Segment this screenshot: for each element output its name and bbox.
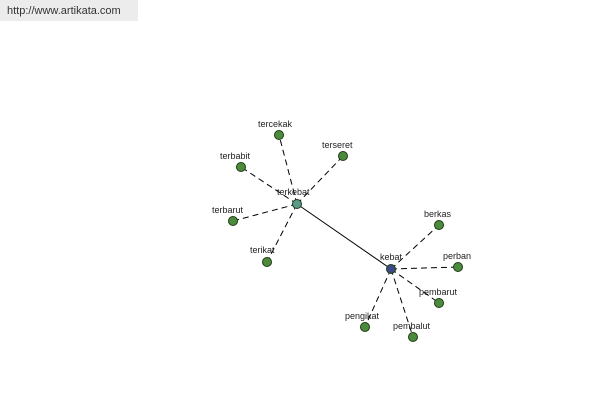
nodes-layer: tercekak terseret terbabit terbarut terikat b… [212, 119, 471, 342]
edges-layer [232, 134, 459, 338]
node-label-terikat: terikat [250, 245, 275, 255]
node-perban[interactable]: perban [443, 251, 471, 272]
node-circle-terikat[interactable] [262, 257, 272, 267]
node-terkebat[interactable]: terkebat [277, 187, 310, 209]
source-url-link[interactable]: http://www.artikata.com [7, 4, 121, 17]
node-label-perban: perban [443, 251, 471, 261]
node-terbabit[interactable]: terbabit [220, 151, 251, 172]
edge-terkebat-terbarut [232, 203, 298, 222]
node-circle-perban[interactable] [453, 262, 463, 272]
node-label-terseret: terseret [322, 140, 353, 150]
node-berkas[interactable]: berkas [424, 209, 452, 230]
node-label-berkas: berkas [424, 209, 452, 219]
node-circle-pengikat[interactable] [360, 322, 370, 332]
node-circle-terkebat[interactable] [292, 199, 302, 209]
node-label-pembarut: pembarut [419, 287, 458, 297]
edge-terkebat-tercekak [278, 134, 298, 205]
node-pengikat[interactable]: pengikat [345, 311, 380, 332]
node-terbarut[interactable]: terbarut [212, 205, 244, 226]
node-circle-pembalut[interactable] [408, 332, 418, 342]
node-circle-terbabit[interactable] [236, 162, 246, 172]
node-tercekak[interactable]: tercekak [258, 119, 293, 140]
node-kebat[interactable]: kebat [380, 252, 403, 274]
node-label-terbabit: terbabit [220, 151, 251, 161]
node-pembarut[interactable]: pembarut [419, 287, 458, 308]
node-circle-kebat[interactable] [386, 264, 396, 274]
node-label-terbarut: terbarut [212, 205, 244, 215]
node-label-tercekak: tercekak [258, 119, 293, 129]
node-circle-pembarut[interactable] [434, 298, 444, 308]
node-label-terkebat: terkebat [277, 187, 310, 197]
node-circle-tercekak[interactable] [274, 130, 284, 140]
node-label-pengikat: pengikat [345, 311, 380, 321]
node-circle-berkas[interactable] [434, 220, 444, 230]
edge-terkebat-terseret [296, 155, 344, 205]
node-pembalut[interactable]: pembalut [393, 321, 431, 342]
edge-terkebat-terikat [266, 203, 298, 263]
node-terseret[interactable]: terseret [322, 140, 353, 161]
node-terikat[interactable]: terikat [250, 245, 275, 267]
edge-terkebat-terbabit [240, 166, 298, 205]
node-label-kebat: kebat [380, 252, 403, 262]
edge-kebat-berkas [390, 224, 440, 270]
edge-kebat-pembarut [390, 268, 440, 304]
node-circle-terbarut[interactable] [228, 216, 238, 226]
edge-terkebat-kebat [296, 203, 392, 270]
edge-kebat-pengikat [364, 268, 392, 328]
source-url-banner: http://www.artikata.com [0, 0, 138, 21]
edge-kebat-pembalut [390, 268, 414, 338]
node-label-pembalut: pembalut [393, 321, 431, 331]
edge-kebat-perban [390, 266, 459, 270]
node-circle-terseret[interactable] [338, 151, 348, 161]
